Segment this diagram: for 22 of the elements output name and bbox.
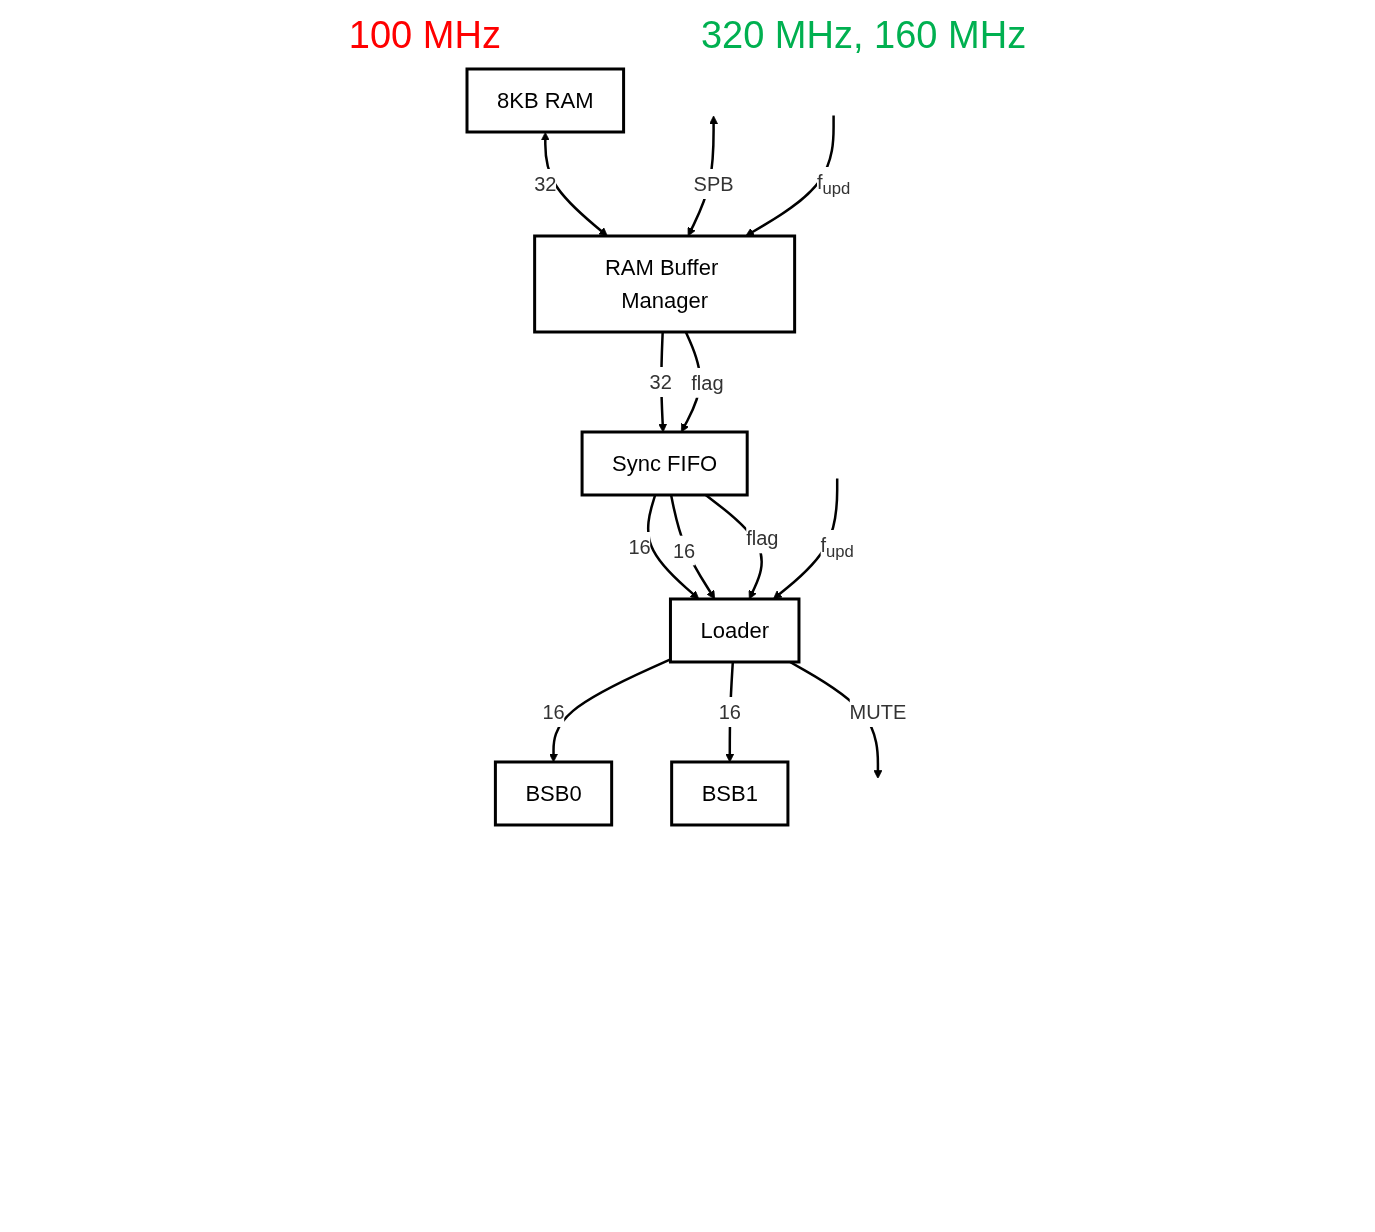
node-box: BSB0: [493, 760, 614, 827]
node-box: BSB1: [670, 760, 790, 827]
edge-label: MUTE: [849, 700, 907, 723]
node-box: Loader: [669, 597, 801, 664]
edge-label: 32: [649, 370, 672, 393]
node-box: Sync FIFO: [580, 430, 749, 497]
arrow: [745, 115, 835, 237]
edge-label: 16: [628, 535, 651, 558]
edge-label: f$_{upd}$: [820, 533, 854, 561]
edge-label: f$_{upd}$: [816, 171, 851, 198]
node-box: 8KB RAM: [465, 67, 626, 134]
arrow: [540, 132, 608, 237]
edge-label: 16: [718, 700, 741, 723]
clock-domain-label: 320 MHz, 160 MHz: [700, 14, 1027, 57]
edge-label: flag: [691, 371, 724, 394]
edge-label: SPB: [693, 173, 734, 195]
edge-label: 32: [534, 173, 557, 195]
edge-label: flag: [746, 527, 779, 550]
edge-label: 16: [542, 700, 565, 723]
edge-label: 16: [672, 539, 696, 562]
clock-domain-label: 100 MHz: [348, 14, 501, 57]
node-box: RAM Buffer Manager: [533, 234, 797, 334]
